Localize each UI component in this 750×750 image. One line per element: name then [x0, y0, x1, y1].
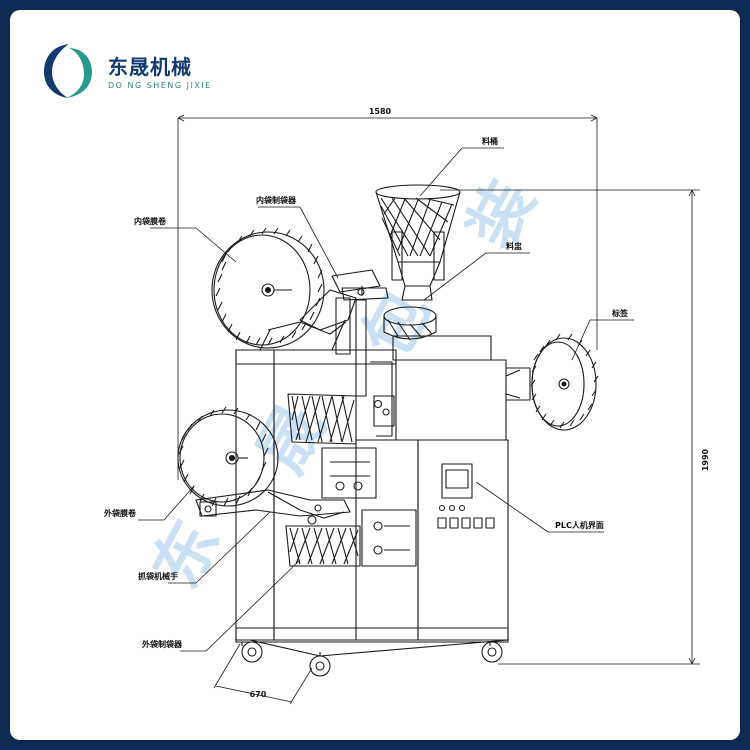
plc-panel — [437, 463, 495, 529]
label-plc-hmi: PLC人机界面 — [555, 520, 604, 530]
dimension-width: 1580 — [369, 107, 392, 116]
logo-mark-icon — [44, 44, 92, 98]
brand-name-cn: 东晟机械 — [108, 55, 192, 79]
dimension-depth: 670 — [250, 690, 267, 699]
callout-labels: 料桶 内袋制袋器 内袋膜卷 料盅 标签 外袋膜卷 PLC人机界面 抓袋机械手 外… — [104, 107, 710, 699]
brand-name-en: DO NG SHENG JIXIE — [108, 81, 212, 90]
outer-bag-former — [195, 447, 417, 567]
label-hopper: 料桶 — [482, 136, 498, 146]
hopper — [375, 184, 461, 287]
caster-wheels — [241, 639, 509, 677]
tag-label-roll — [505, 333, 599, 431]
label-outer-film-roll: 外袋膜卷 — [104, 508, 137, 518]
main-cabinet — [235, 349, 509, 643]
brand-logo: 东晟机械 DO NG SHENG JIXIE — [38, 38, 238, 108]
inner-film-roll — [211, 227, 325, 349]
label-inner-bag-former: 内袋制袋器 — [256, 195, 297, 205]
watermark-char-1: 东 — [139, 509, 234, 600]
inner-bag-former — [299, 269, 395, 437]
leader-lines — [138, 147, 634, 652]
label-outer-bag-former: 外袋制袋器 — [142, 639, 183, 649]
machine-diagram: 东 晟 包 装 — [104, 107, 710, 705]
label-inner-film-roll: 内袋膜卷 — [134, 216, 167, 226]
measuring-cup — [383, 285, 437, 341]
image-panel: 东 晟 包 装 — [10, 10, 740, 740]
watermark-char-4: 装 — [454, 169, 549, 260]
label-bag-gripper: 抓袋机械手 — [138, 571, 178, 581]
dimension-lines — [177, 114, 700, 705]
label-tag: 标签 — [611, 308, 629, 318]
label-measuring-cup: 料盅 — [506, 241, 522, 251]
outer-bag — [285, 525, 361, 567]
watermark: 东 晟 包 装 — [139, 169, 549, 600]
dimension-height: 1990 — [701, 448, 710, 471]
